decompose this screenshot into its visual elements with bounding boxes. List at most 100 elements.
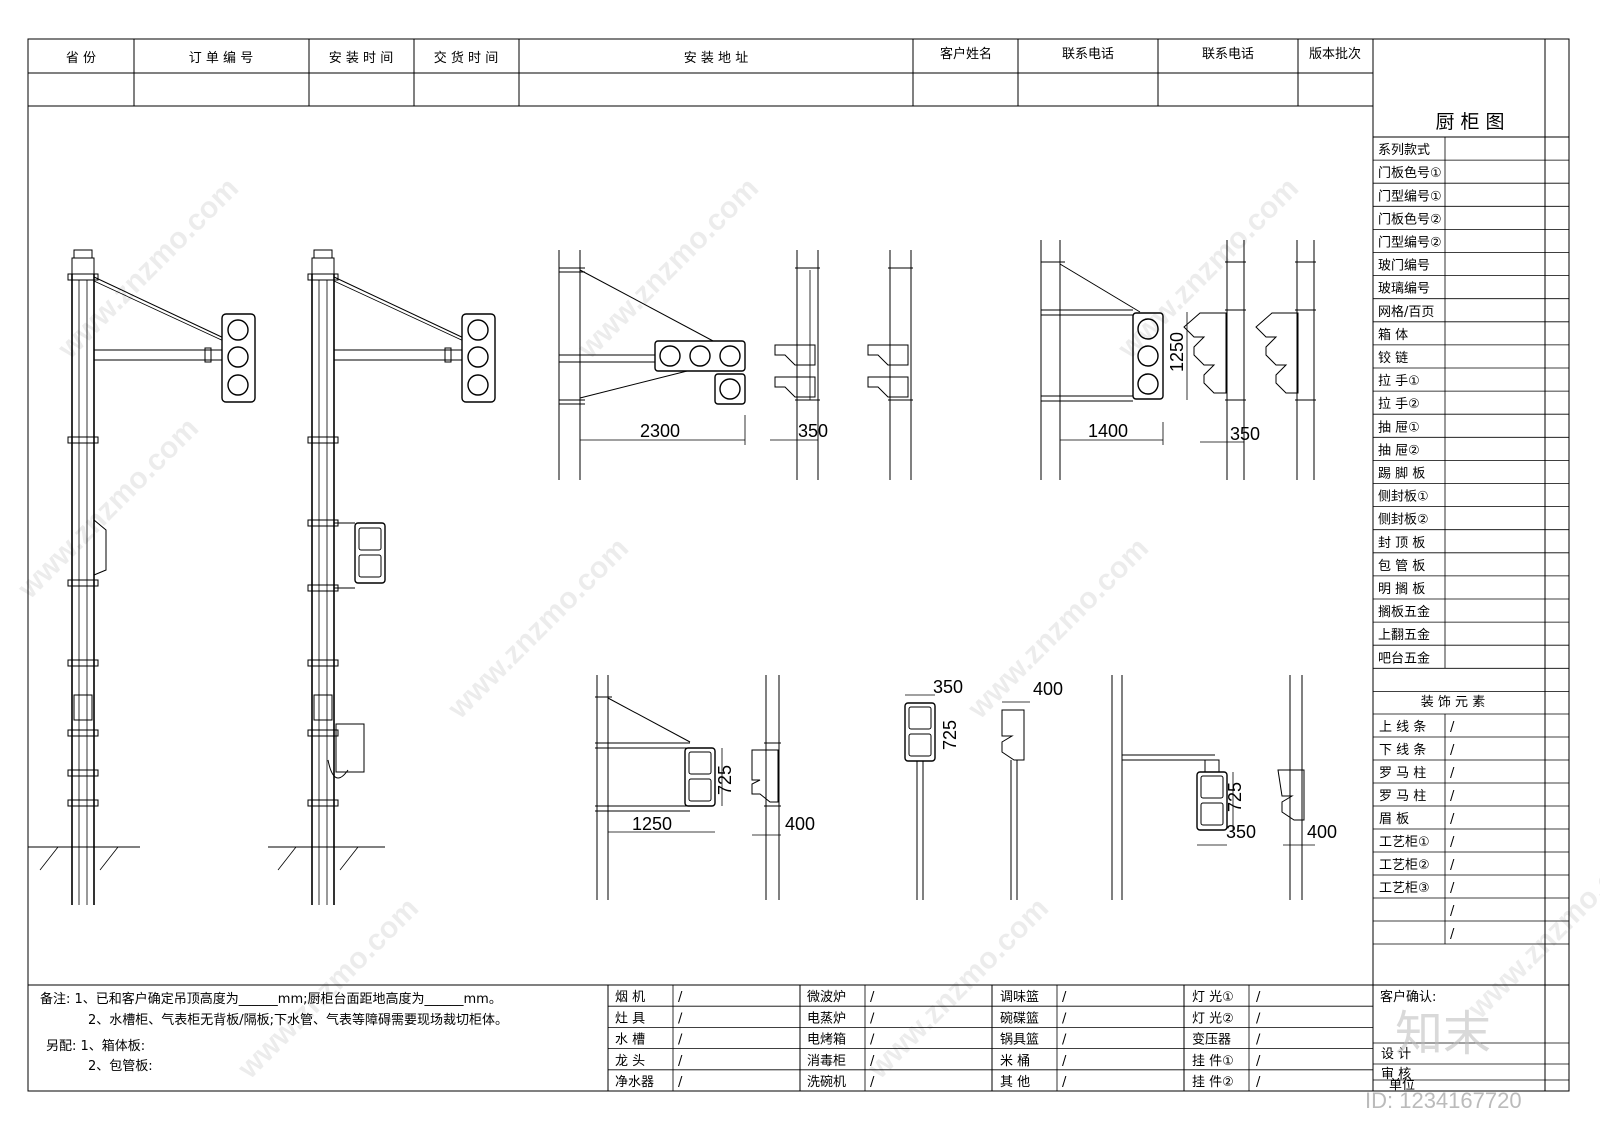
side-row-label: 门型编号②: [1378, 236, 1442, 251]
deco-row-label: 工艺柜③: [1379, 881, 1430, 896]
side-row-label: 踢 脚 板: [1378, 466, 1425, 482]
accessory-label: 龙 头: [615, 1054, 645, 1069]
header-order-no: 订 单 编 号: [189, 51, 253, 66]
accessory-slash: /: [678, 990, 683, 1005]
side-row-label: 上翻五金: [1378, 627, 1430, 643]
unit-label: 单位: [1389, 1078, 1415, 1093]
accessory-label: 消毒柜: [807, 1054, 846, 1069]
deco-row-label: 眉 板: [1379, 812, 1409, 827]
dim-725-c: 725: [1225, 782, 1245, 812]
side-row-label: 门板色号①: [1378, 165, 1442, 181]
header-table: 省 份 订 单 编 号 安 装 时 间 交 货 时 间 安 装 地 址 客户姓名…: [66, 39, 1361, 106]
accessory-label: 挂 件②: [1192, 1075, 1234, 1090]
sheet-frame: [27, 38, 1570, 1092]
accessory-slash: /: [1256, 1054, 1261, 1069]
header-province: 省 份: [66, 51, 96, 66]
side-row-label: 抽 屉①: [1378, 420, 1420, 435]
side-view-350-a: [770, 250, 820, 480]
header-customer-name: 客户姓名: [940, 46, 992, 62]
side-row-label: 吧台五金: [1378, 650, 1430, 666]
deco-row-slash: /: [1450, 927, 1455, 942]
watermark-layer: www.znzmo.com www.znzmo.com www.znzmo.co…: [11, 172, 1600, 1113]
cantilever-1400-view: [1040, 240, 1188, 480]
accessory-label: 电蒸炉: [807, 1011, 846, 1026]
pedestrian-side-view-400-a: [751, 675, 781, 900]
side-view-350-d: [1255, 240, 1316, 480]
traffic-signal-drawings: 2300 350 1400 1250 350 725 1250 400 350 …: [28, 240, 1337, 905]
deco-row-label: 工艺柜②: [1379, 858, 1430, 873]
watermark-site-9: www.znzmo.com: [1461, 832, 1600, 1026]
accessory-label: 灶 具: [615, 1011, 645, 1026]
accessory-slash: /: [870, 1011, 875, 1026]
accessory-label: 其 他: [1000, 1075, 1030, 1090]
accessory-label: 烟 机: [615, 990, 645, 1005]
accessory-label: 洗碗机: [807, 1074, 846, 1090]
header-delivery-time: 交 货 时 间: [434, 50, 498, 66]
deco-row-slash: /: [1450, 858, 1455, 873]
accessory-label: 碗碟篮: [1000, 1010, 1039, 1026]
dim-400-b: 400: [1033, 679, 1063, 699]
accessory-label: 锅具篮: [1000, 1032, 1039, 1048]
approval-block: 客户确认: 设 计 审 核 单位: [1373, 989, 1569, 1093]
accessory-slash: /: [870, 1075, 875, 1090]
note-line-3: 另配: 1、箱体板:: [46, 1038, 145, 1054]
accessory-label: 米 桶: [1000, 1054, 1030, 1069]
header-phone-2: 联系电话: [1202, 47, 1254, 62]
dim-400-c: 400: [1307, 822, 1337, 842]
pedestrian-cantilever-1250-view: [595, 675, 723, 900]
customer-confirm-label: 客户确认:: [1380, 989, 1436, 1005]
accessory-slash: /: [1062, 1011, 1067, 1026]
deco-row-label: 下 线 条: [1379, 742, 1426, 758]
dim-2300: 2300: [640, 421, 680, 441]
dim-350-d: 350: [1226, 822, 1256, 842]
accessory-slash: /: [678, 1054, 683, 1069]
accessory-label: 水 槽: [615, 1033, 645, 1048]
side-view-350-b: [867, 250, 913, 480]
side-row-label: 侧封板①: [1378, 490, 1429, 505]
side-row-label: 门型编号①: [1378, 189, 1442, 204]
cantilever-2300-view: [558, 250, 746, 480]
accessory-label: 电烤箱: [807, 1032, 846, 1048]
dim-350-c: 350: [933, 677, 963, 697]
side-row-label: 拉 手②: [1378, 397, 1420, 412]
accessory-slash: /: [678, 1075, 683, 1090]
accessory-label: 挂 件①: [1192, 1054, 1234, 1069]
dim-1250-vertical: 1250: [1167, 332, 1187, 372]
side-row-label: 系列款式: [1378, 143, 1430, 158]
deco-row-slash: /: [1450, 881, 1455, 896]
accessory-label: 变压器: [1192, 1032, 1231, 1048]
side-row-label: 玻璃编号: [1378, 282, 1430, 297]
watermark-site-4: www.znzmo.com: [11, 412, 205, 606]
side-panel-title: 厨 柜 图: [1435, 111, 1504, 133]
dim-725-a: 725: [715, 765, 735, 795]
deco-row-slash: /: [1450, 904, 1455, 919]
side-row-label: 玻门编号: [1378, 259, 1430, 274]
accessory-slash: /: [1062, 990, 1067, 1005]
side-row-label: 门板色号②: [1378, 211, 1442, 227]
side-row-label: 箱 体: [1378, 327, 1408, 343]
pedestrian-post-side-view: [1001, 701, 1030, 900]
accessory-slash: /: [1256, 990, 1261, 1005]
dim-350-a: 350: [798, 421, 828, 441]
accessory-slash: /: [1256, 1075, 1261, 1090]
header-phone-1: 联系电话: [1062, 47, 1114, 62]
accessory-label: 灯 光①: [1192, 990, 1234, 1005]
side-view-350-c: [1183, 240, 1246, 480]
pedestrian-side-view-400-b: [1277, 675, 1315, 900]
deco-row-label: 上 线 条: [1379, 719, 1426, 735]
side-row-label: 封 顶 板: [1378, 536, 1425, 551]
header-install-time: 安 装 时 间: [329, 51, 393, 66]
watermark-id: ID: 1234167720: [1365, 1088, 1522, 1113]
accessory-label: 净水器: [615, 1075, 654, 1090]
accessory-slash: /: [870, 1033, 875, 1048]
deco-row-label: 罗 马 柱: [1379, 766, 1426, 781]
deco-row-label: 罗 马 柱: [1379, 789, 1426, 804]
deco-row-slash: /: [1450, 720, 1455, 735]
notes-block: 备注: 1、已和客户确定吊顶高度为______mm;厨柜台面距地高度为_____…: [40, 991, 508, 1074]
accessory-label: 调味篮: [1000, 990, 1039, 1005]
side-row-label: 网格/百页: [1378, 304, 1434, 320]
signal-pole-1: [28, 249, 256, 905]
watermark-site-1: www.znzmo.com: [51, 172, 245, 366]
